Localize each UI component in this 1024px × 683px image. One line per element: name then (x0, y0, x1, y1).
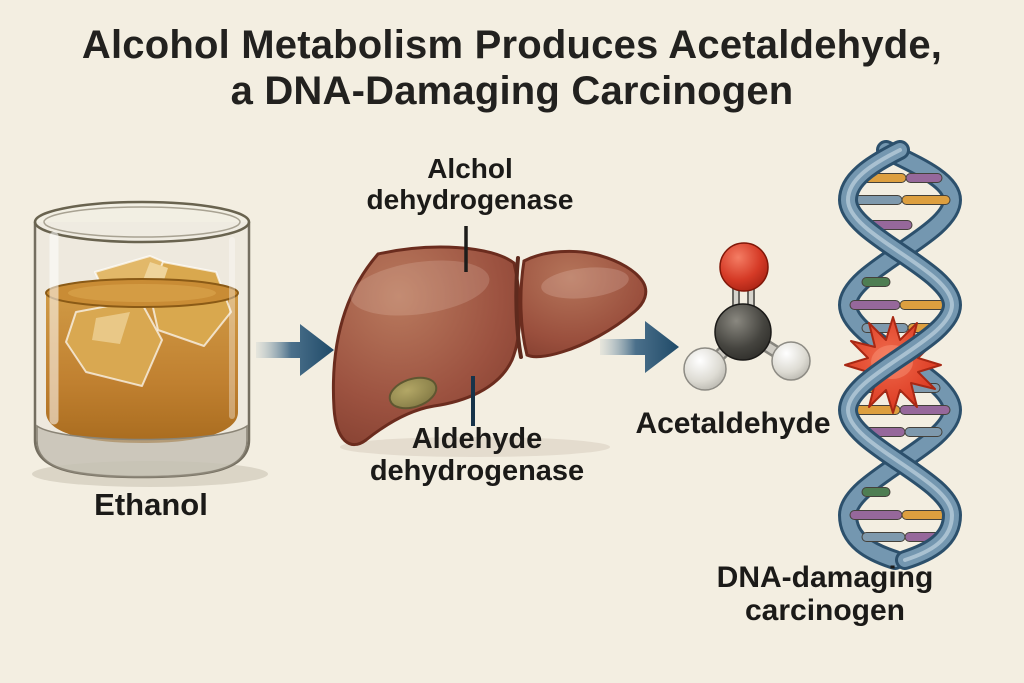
title-line-1: Alcohol Metabolism Produces Acetaldehyde… (81, 23, 943, 67)
hydrogen-atom-right (771, 341, 811, 381)
hydrogen-atom-left (683, 347, 727, 391)
alcohol-dehydrogenase-line1: Alchol (427, 153, 513, 184)
aldehyde-dehydrogenase-label: Aldehyde dehydrogenase (370, 423, 584, 487)
dna-helix-icon (837, 140, 963, 570)
liver-cleft (514, 256, 523, 359)
flow-arrow-liver-to-acetaldehyde (600, 321, 679, 373)
alcohol-dehydrogenase-line2: dehydrogenase (366, 184, 574, 215)
liver-right-lobe (519, 249, 648, 359)
dna-base-pairs (849, 173, 951, 542)
alcohol-dehydrogenase-label: Alchol dehydrogenase (367, 153, 574, 215)
ethanol-label: Ethanol (94, 487, 208, 522)
aldehyde-dehydrogenase-line2: dehydrogenase (369, 455, 585, 487)
glass-base (36, 424, 248, 478)
dna-label-line1: DNA-damaging (716, 561, 934, 594)
acetaldehyde-molecule-icon (683, 242, 811, 391)
title-line-2: a DNA-Damaging Carcinogen (230, 69, 794, 113)
aldehyde-dehydrogenase-line1: Aldehyde (411, 423, 543, 455)
page-title: Alcohol Metabolism Produces Acetaldehyde… (12, 22, 1012, 114)
glass-rim (33, 200, 251, 244)
dna-damaging-carcinogen-label: DNA-damaging carcinogen (717, 561, 934, 627)
gallbladder (388, 376, 438, 410)
carbon-atom (714, 303, 772, 361)
dna-label-line2: carcinogen (744, 594, 906, 627)
oxygen-atom (719, 242, 769, 292)
dna-strand-front (837, 140, 963, 570)
flow-arrow-ethanol-to-liver (256, 324, 334, 376)
whiskey-glass-icon (32, 200, 268, 487)
liver-shadow (340, 437, 610, 457)
acetaldehyde-label: Acetaldehyde (635, 407, 831, 440)
